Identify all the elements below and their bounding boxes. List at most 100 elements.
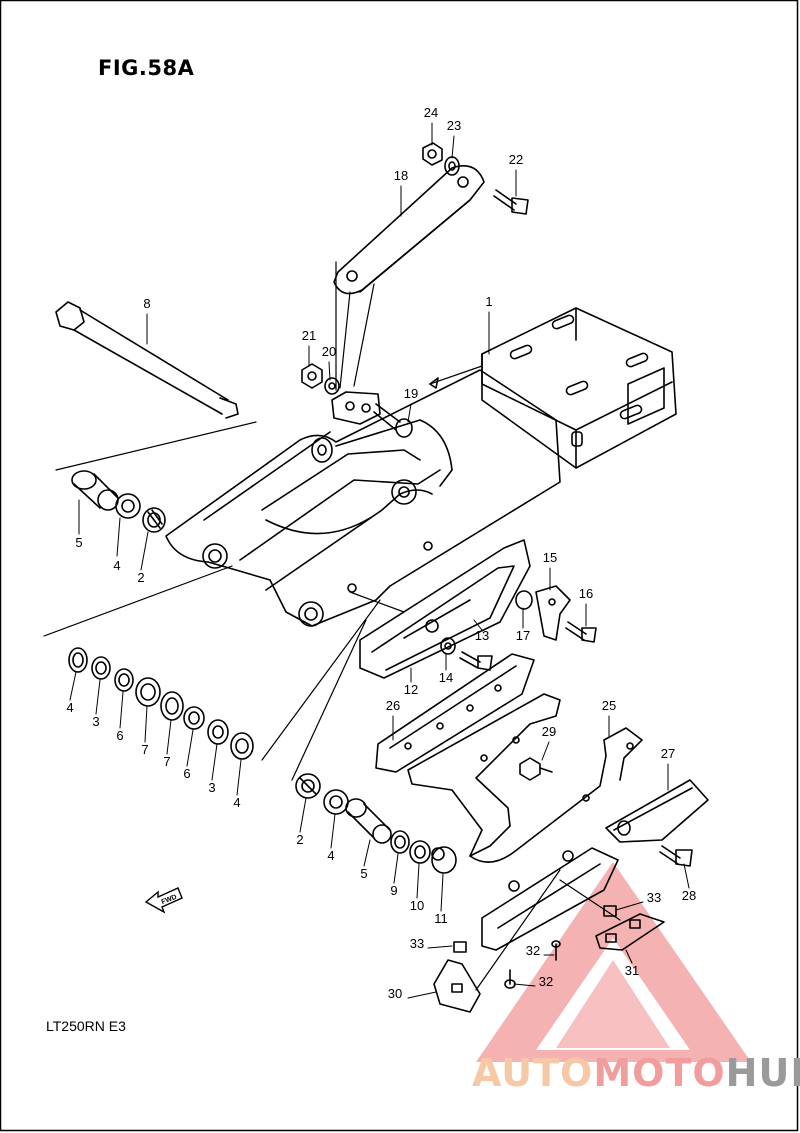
cap-11 xyxy=(431,846,457,874)
callout-p4a: 4 xyxy=(113,558,120,573)
callout-p7a: 7 xyxy=(141,742,148,757)
clamp-30 xyxy=(433,959,481,1013)
washer-14 xyxy=(440,637,456,655)
callout-p12: 12 xyxy=(404,682,418,697)
bushing-5-bottom xyxy=(345,798,392,844)
guide-lines-18 xyxy=(335,261,375,391)
spacer-3-right xyxy=(207,719,229,745)
callout-p20: 20 xyxy=(322,344,336,359)
callout-p19: 19 xyxy=(404,386,418,401)
guide-lines-30 xyxy=(475,869,621,991)
bolt-28 xyxy=(659,845,693,867)
callout-p27: 27 xyxy=(661,746,675,761)
callout-p9: 9 xyxy=(390,883,397,898)
frame-bracket-1 xyxy=(481,307,677,469)
link-arm-18 xyxy=(333,165,485,295)
screw-32a xyxy=(551,940,561,961)
collar-10 xyxy=(409,840,431,864)
callout-p4b: 4 xyxy=(66,700,73,715)
seal-4-bottom xyxy=(323,789,349,815)
swing-arm-body xyxy=(165,369,561,627)
bolt-16 xyxy=(565,621,597,643)
callout-p1: 1 xyxy=(485,294,492,309)
callout-p8: 8 xyxy=(143,296,150,311)
bearing-6-right xyxy=(183,706,205,730)
callout-p21: 21 xyxy=(302,328,316,343)
watermark-text: AUTOMOTOHUB xyxy=(472,1051,800,1095)
callout-p5a: 5 xyxy=(75,535,82,550)
callout-p16: 16 xyxy=(579,586,593,601)
fwd-arrow-icon: FWD xyxy=(144,887,183,914)
callout-p10: 10 xyxy=(410,898,424,913)
callout-p32a: 32 xyxy=(526,943,540,958)
callout-p7b: 7 xyxy=(163,754,170,769)
callout-p22: 22 xyxy=(509,152,523,167)
watermark-part1: AUTO xyxy=(472,1051,594,1095)
guide-line-8 xyxy=(55,421,257,471)
callout-p25: 25 xyxy=(602,698,616,713)
callout-p18: 18 xyxy=(394,168,408,183)
nut-24 xyxy=(422,142,443,166)
callout-p2a: 2 xyxy=(137,570,144,585)
seal-4-top xyxy=(115,493,141,519)
callout-p28: 28 xyxy=(682,888,696,903)
mount-bracket xyxy=(331,391,381,425)
watermark-part3: HUB xyxy=(725,1051,800,1095)
collar-17 xyxy=(515,590,533,610)
nut-29 xyxy=(519,757,553,781)
bracket-15 xyxy=(535,585,571,641)
callout-p30: 30 xyxy=(388,986,402,1001)
callout-p32b: 32 xyxy=(539,974,553,989)
watermark-part2: MOTO xyxy=(593,1051,726,1095)
chain-guard-27 xyxy=(605,779,709,843)
washer-20 xyxy=(324,377,340,395)
chain-guide-12 xyxy=(359,539,531,679)
nut-33b xyxy=(453,941,467,953)
nut-21 xyxy=(301,363,323,389)
pivot-axle-8 xyxy=(55,301,239,419)
callout-p14: 14 xyxy=(439,670,453,685)
spacer-3-left xyxy=(91,656,111,680)
seal-4-left xyxy=(68,647,88,673)
callout-p31: 31 xyxy=(625,963,639,978)
seal-4-right xyxy=(230,732,254,760)
guide-lines-pivot xyxy=(43,565,381,781)
watermark-triangle xyxy=(476,862,751,1062)
screw-32b xyxy=(504,969,516,989)
bolt-13 xyxy=(459,651,493,671)
callout-p2b: 2 xyxy=(296,832,303,847)
callout-p24: 24 xyxy=(424,105,438,120)
callout-p29: 29 xyxy=(542,724,556,739)
callout-p15: 15 xyxy=(543,550,557,565)
figure-title: FIG.58A xyxy=(98,56,195,80)
bolt-19 xyxy=(373,403,413,438)
callout-p13: 13 xyxy=(475,628,489,643)
bearing-2-top xyxy=(142,507,166,533)
model-code: LT250RN E3 xyxy=(46,1018,126,1034)
callout-p6b: 6 xyxy=(183,766,190,781)
callout-p17: 17 xyxy=(516,628,530,643)
guide-rail-lower xyxy=(481,847,619,951)
guide-line-1 xyxy=(429,365,483,385)
callout-p3b: 3 xyxy=(208,780,215,795)
guide-line-12 xyxy=(349,591,405,613)
slider-26 xyxy=(375,653,535,773)
callout-p11: 11 xyxy=(434,911,448,926)
callout-p5b: 5 xyxy=(360,866,367,881)
callout-p4c: 4 xyxy=(233,795,240,810)
callout-p3a: 3 xyxy=(92,714,99,729)
callout-p4d: 4 xyxy=(327,848,334,863)
washer-9 xyxy=(390,830,410,854)
nut-33a xyxy=(603,905,617,917)
bolt-22 xyxy=(493,189,529,215)
bracket-25 xyxy=(407,693,643,863)
bracket-31 xyxy=(595,913,665,951)
callout-p33b: 33 xyxy=(410,936,424,951)
callout-p6a: 6 xyxy=(116,728,123,743)
callout-p26: 26 xyxy=(386,698,400,713)
sleeve-7-left xyxy=(135,677,161,707)
sleeve-7-right xyxy=(160,691,184,721)
bearing-6-left xyxy=(114,668,134,692)
